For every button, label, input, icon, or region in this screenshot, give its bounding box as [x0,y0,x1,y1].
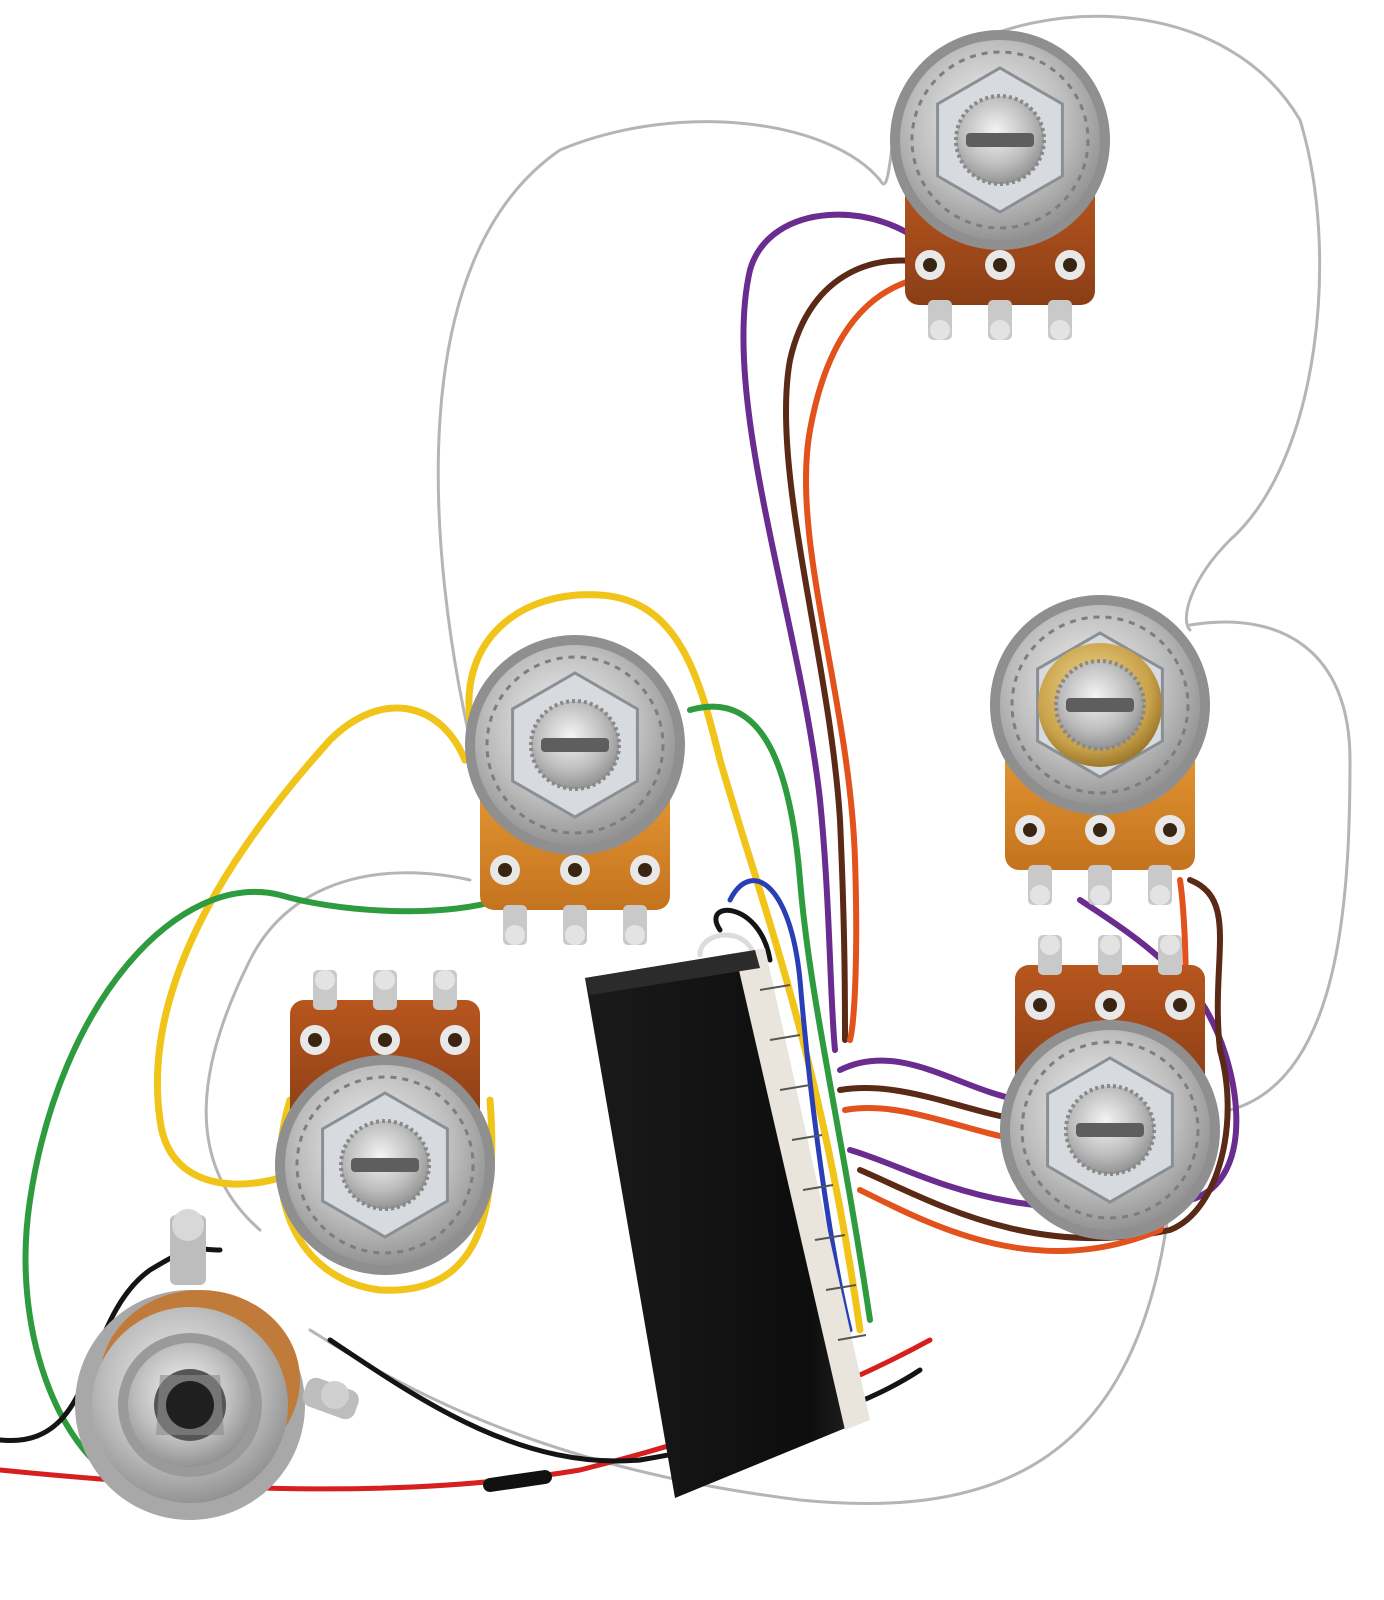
pot-middle-left [465,635,685,945]
pot-lug-tip [990,320,1010,340]
pot-lug-tip [625,925,645,945]
pot-solder-hole [568,863,582,877]
pot-middle-right [990,595,1210,905]
preamp-module [585,948,870,1498]
heat-shrink [483,1470,552,1492]
bare-wire-bottom [308,1198,1172,1506]
pot-shaft-slot [1066,698,1134,712]
potentiometers [275,30,1220,1275]
pot-solder-hole [1093,823,1107,837]
pot-solder-hole [1063,258,1077,272]
pot-shaft-slot [541,738,609,752]
pot-solder-hole [1033,998,1047,1012]
pot-shaft-slot [1076,1123,1144,1137]
pot-lock-washer [910,50,1090,230]
pot-shaft-slot [966,133,1034,147]
pot-lug-tip [505,925,525,945]
output-jack [75,1209,359,1520]
pot-shaft-slot [351,1158,419,1172]
bare-wire-left [204,871,472,1232]
blue-wire [727,878,853,1333]
purple-wire-br [837,1057,1023,1103]
green-wire-long [22,888,503,1483]
pot-solder-hole [1173,998,1187,1012]
purple-wire-bottom [847,897,1240,1212]
pot-solder-hole [993,258,1007,272]
purple-wire-top [740,211,933,1053]
orange-wire-br [842,1104,1023,1143]
pot-top-right [890,30,1110,340]
pot-lug-tip [1090,885,1110,905]
green-wire-right [687,703,873,1323]
pot-lug-tip [1040,935,1060,955]
brown-wire-top [782,257,938,1043]
pot-lock-washer [485,655,665,835]
pot-solder-hole [498,863,512,877]
pot-solder-hole [378,1033,392,1047]
pot-lug-tip [930,320,950,340]
bare-wire-loop-left [436,98,902,742]
pot-lug-tip [1160,935,1180,955]
pot-solder-hole [308,1033,322,1047]
brown-wire-br [837,1084,1023,1123]
orange-wire-top [802,272,943,1043]
bare-wire-loop-right [938,14,1322,632]
bare-wire-right-side [1188,620,1352,1112]
pot-lug-tip [1030,885,1050,905]
pot-solder-hole [1103,998,1117,1012]
pot-lug-tip [1150,885,1170,905]
pot-lug-tip [1100,935,1120,955]
black-wire-module [713,907,773,963]
pot-lug-tip [565,925,585,945]
pot-bottom-left [275,970,495,1275]
pot-solder-hole [1023,823,1037,837]
pot-solder-hole [923,258,937,272]
pot-lug-tip [1050,320,1070,340]
yellow-wire-left-loop [153,704,469,1188]
pot-bottom-right [1000,935,1220,1240]
pot-solder-hole [638,863,652,877]
pot-lock-washer [1010,615,1190,795]
pot-lug-tip [435,970,455,990]
pot-solder-hole [448,1033,462,1047]
pot-lock-washer [295,1075,475,1255]
pot-lock-washer [1020,1040,1200,1220]
pot-lug-tip [375,970,395,990]
brown-wire-bottom [857,877,1231,1242]
pot-lug-tip [315,970,335,990]
pot-solder-hole [1163,823,1177,837]
